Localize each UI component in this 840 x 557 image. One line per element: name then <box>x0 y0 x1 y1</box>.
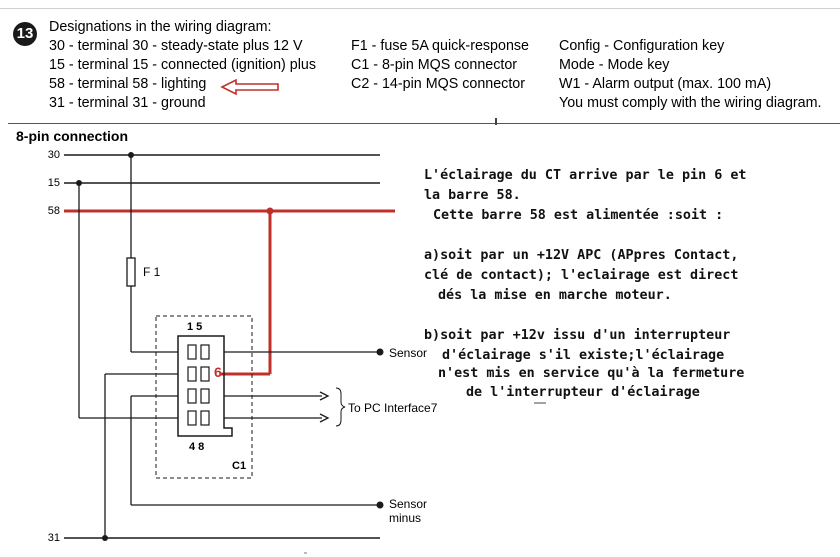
legend-item-terminal-15: 15 - terminal 15 - connected (ignition) … <box>49 57 317 73</box>
annotation-line-3: Cette barre 58 est alimentée :soit : <box>433 208 724 223</box>
diagram-title: 8-pin connection <box>16 128 128 144</box>
junction-15 <box>76 180 82 186</box>
fuse-label: F 1 <box>143 265 161 279</box>
fuse-f1-icon <box>126 257 136 287</box>
legend-item-comply: You must comply with the wiring diagram. <box>559 95 822 111</box>
annotation-line-4: a)soit par un +12V APC (APpres Contact, <box>424 248 739 263</box>
divider-tick <box>495 118 497 125</box>
top-border <box>0 8 840 9</box>
legend-panel: 13 Designations in the wiring diagram: 3… <box>0 0 840 120</box>
arrow-pc-1-icon <box>319 391 330 401</box>
pc-interface-label: To PC Interface7 <box>348 401 438 415</box>
legend-item-terminal-31: 31 - terminal 31 - ground <box>49 95 206 111</box>
connector-c1-outline <box>155 315 253 479</box>
annotation-line-2: la barre 58. <box>424 188 521 203</box>
legend-item-f1: F1 - fuse 5A quick-response <box>351 38 530 54</box>
annotation-line-8: d'éclairage s'il existe;l'éclairage <box>442 348 725 363</box>
junction-58 <box>266 207 274 215</box>
sensor-terminal <box>376 348 384 356</box>
rail-label-58: 58 <box>47 205 60 217</box>
connector-body-icon <box>177 335 233 437</box>
pin-bottom-label: 4 8 <box>189 441 205 453</box>
section-divider <box>8 123 840 124</box>
sensor-minus-label-1: Sensor <box>389 497 428 511</box>
sensor-minus-label-2: minus <box>389 511 422 525</box>
rail-label-31: 31 <box>47 532 60 544</box>
legend-item-mode: Mode - Mode key <box>559 57 670 73</box>
pin-6-marker: 6 <box>214 364 222 380</box>
annotation-line-1: L'éclairage du CT arrive par le pin 6 et <box>424 168 747 183</box>
junction-30 <box>128 152 134 158</box>
annotation-line-10: de l'interrupteur d'éclairage <box>466 385 700 400</box>
annotation-line-5: clé de contact); l'eclairage est direct <box>424 268 739 283</box>
legend-item-c2: C2 - 14-pin MQS connector <box>351 76 526 92</box>
sensor-minus-terminal <box>376 501 384 509</box>
legend-title: Designations in the wiring diagram: <box>49 19 272 35</box>
legend-item-config: Config - Configuration key <box>559 38 725 54</box>
annotation-line-9: n'est mis en service qu'à la fermeture <box>438 366 745 381</box>
arrow-pc-2-icon <box>319 413 330 423</box>
pin-top-label: 1 5 <box>187 321 203 333</box>
pin-grid-icon <box>187 344 210 426</box>
annotation-line-6: dés la mise en marche moteur. <box>438 288 672 303</box>
legend-item-terminal-58: 58 - terminal 58 - lighting <box>49 76 207 92</box>
sensor-label: Sensor <box>389 346 428 360</box>
rail-label-30: 30 <box>47 149 60 161</box>
rail-label-15: 15 <box>47 177 60 189</box>
legend-item-w1: W1 - Alarm output (max. 100 mA) <box>559 76 772 92</box>
legend-item-terminal-30: 30 - terminal 30 - steady-state plus 12 … <box>49 38 303 54</box>
pc-bracket-icon <box>335 387 346 427</box>
highlight-arrow-icon <box>220 78 279 96</box>
section-number-badge: 13 <box>13 22 37 46</box>
junction-ground-1 <box>102 535 108 541</box>
annotation-line-7: b)soit par +12v issu d'un interrupteur <box>424 328 731 343</box>
connector-label: C1 <box>232 460 247 472</box>
legend-item-c1: C1 - 8-pin MQS connector <box>351 57 518 73</box>
